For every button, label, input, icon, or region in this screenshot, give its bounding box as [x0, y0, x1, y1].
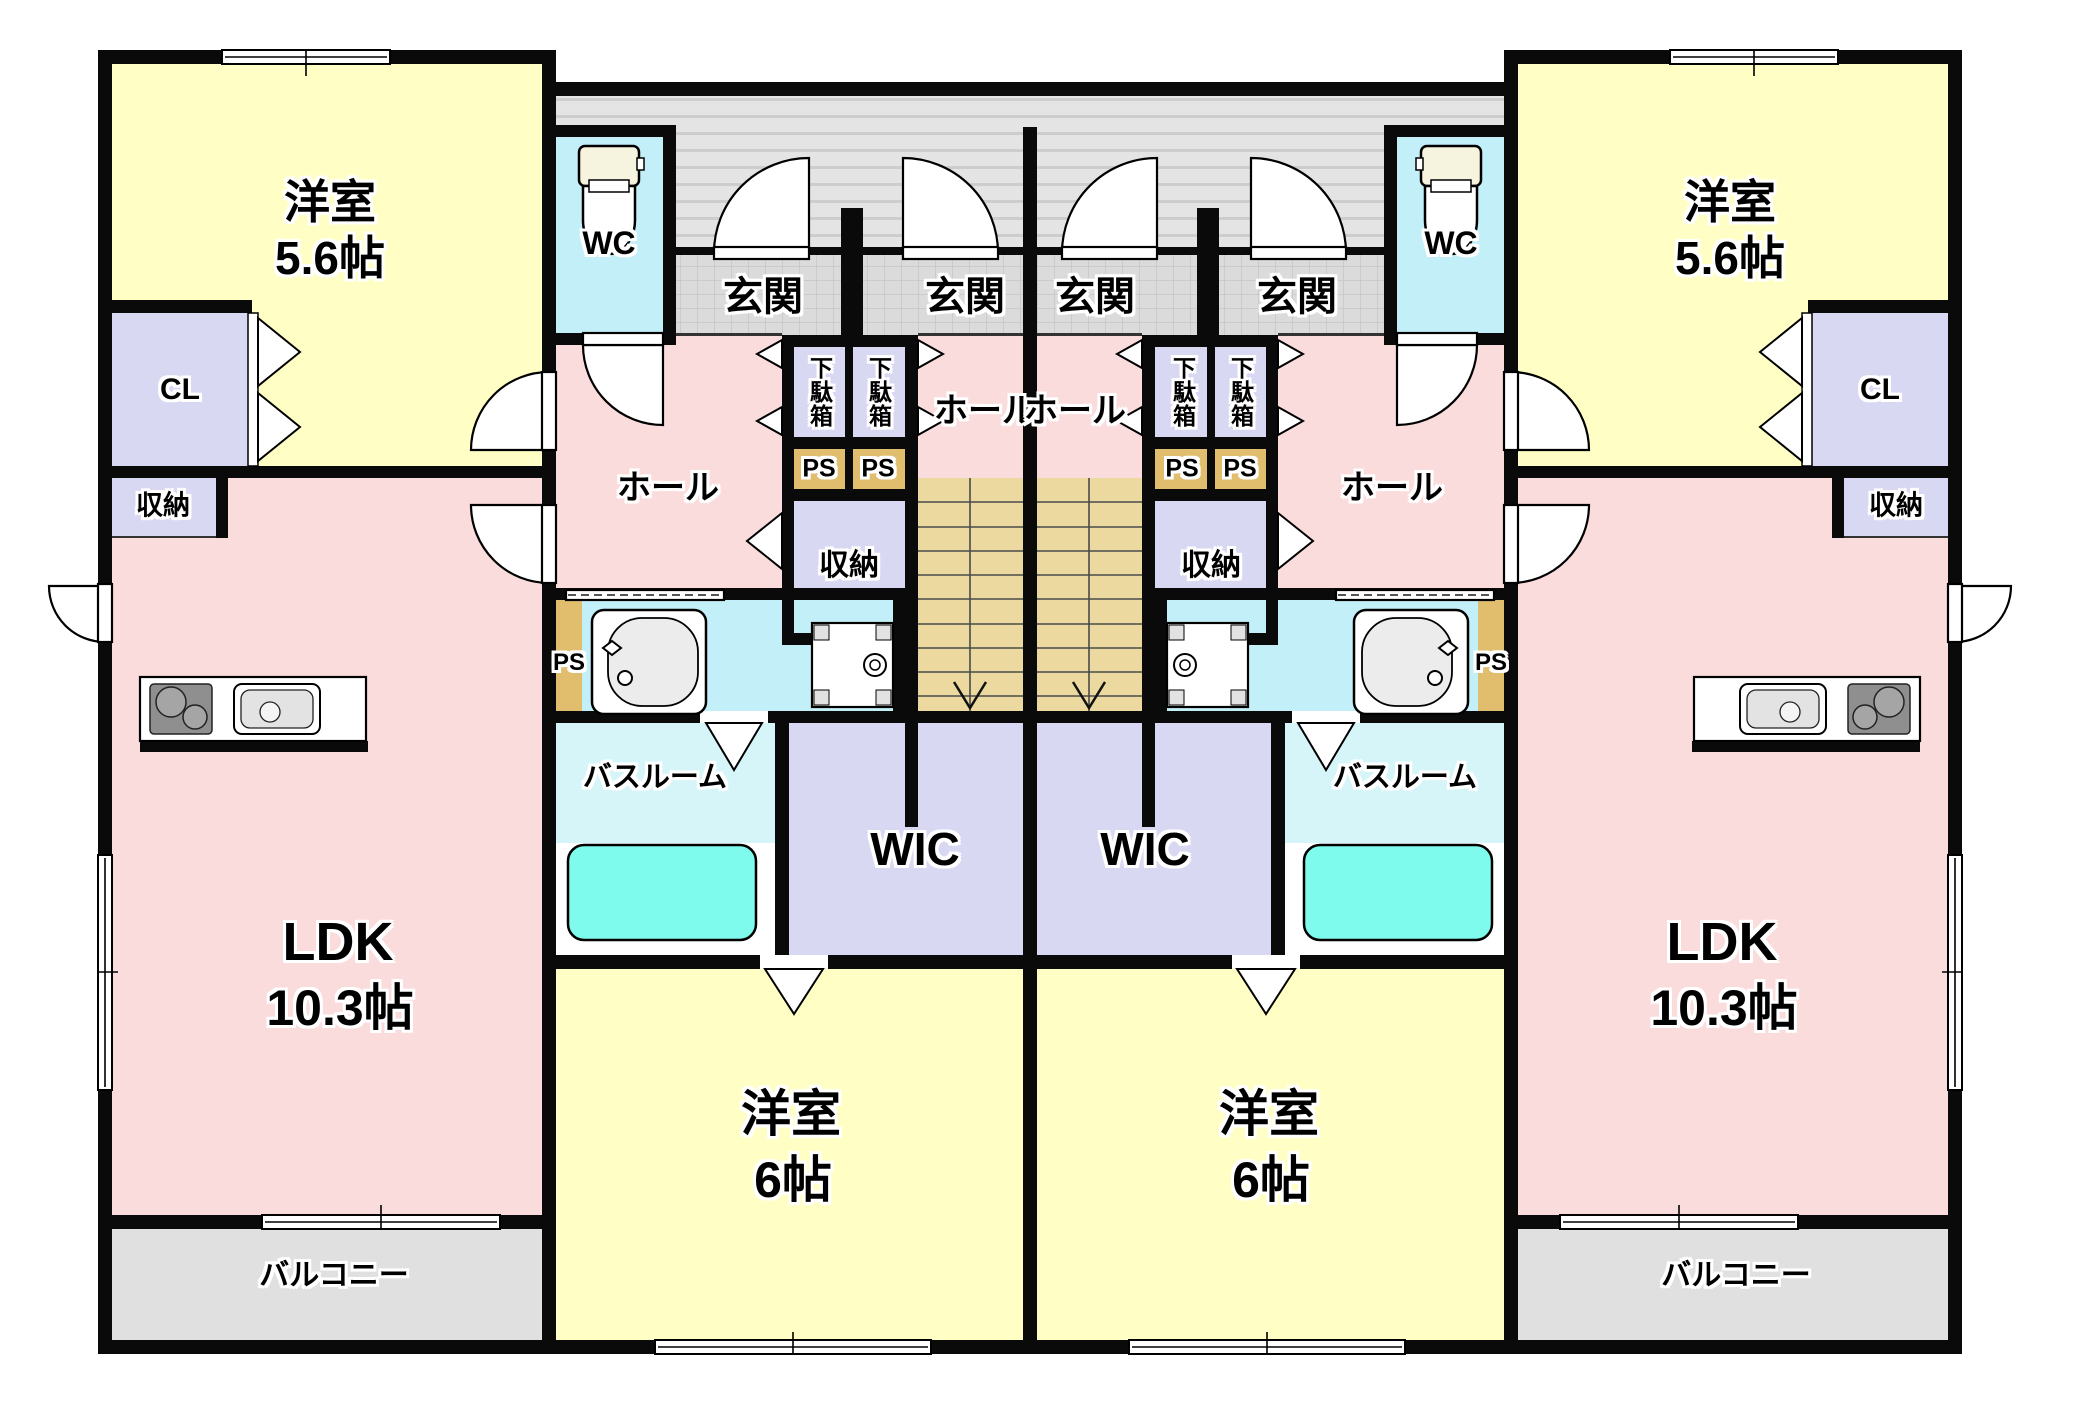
bedroom-door-arc [1509, 370, 1591, 452]
room-label-hall: ホール [617, 469, 719, 507]
kitchen-icon [1692, 675, 1922, 743]
window-mullions [98, 50, 1962, 1354]
pipe-space [853, 449, 905, 489]
ldk-right [1518, 478, 1948, 1215]
toilet-icon [1415, 144, 1483, 256]
pipe-space-washroom-right [1478, 600, 1504, 711]
label-pipe-space: PS [552, 649, 586, 676]
room-size-label: 6帖 [754, 1152, 832, 1208]
room-size-label: 10.3帖 [266, 980, 414, 1036]
ldk-door-arc [469, 503, 551, 585]
bedroom-door-arc [469, 370, 551, 452]
shoebox [794, 347, 845, 437]
room-label-ldk: LDK [282, 912, 394, 972]
room-label-closet: CL [160, 373, 200, 406]
closet-right [1808, 313, 1948, 466]
room-label-bathroom: バスルーム [1332, 761, 1478, 794]
room-label-western-room: 洋室 [1684, 176, 1776, 228]
label-shoe-box: 下駄箱 [1169, 356, 1196, 428]
label-shoe-box: 下駄箱 [806, 356, 833, 428]
room-size-label: 10.3帖 [1650, 980, 1798, 1036]
room-fills [112, 64, 1948, 1340]
ldk-door-arc [1509, 503, 1591, 585]
entry-door-arc [1249, 156, 1348, 255]
wc-door-arc [1395, 343, 1479, 427]
toilet-icon [577, 144, 645, 256]
shoebox [1155, 347, 1207, 437]
doors [47, 156, 2013, 644]
label-pipe-space: PS [1165, 454, 1199, 483]
washer-pan-icon [810, 621, 895, 709]
room-label-entrance: 玄関 [925, 275, 1005, 319]
room-label-hall: ホール [1024, 392, 1126, 430]
room-label-western-room: 洋室 [284, 176, 376, 228]
label-pipe-space: PS [1223, 454, 1257, 483]
kitchen-icon [138, 675, 368, 743]
balcony-left [112, 1229, 542, 1340]
room-label-bathroom: バスルーム [582, 761, 728, 794]
wc-door-arc [581, 343, 665, 427]
washbasin-icon [590, 608, 708, 716]
stair-treads [918, 478, 1142, 711]
shoebox [1215, 347, 1266, 437]
washer-pan-icon [1165, 621, 1250, 709]
label-shoe-box: 下駄箱 [1227, 356, 1254, 428]
room-label-entrance: 玄関 [1257, 275, 1337, 319]
stair-down-arrows [952, 681, 1107, 711]
ldk-left [112, 478, 542, 1215]
sliding-door [1334, 588, 1496, 602]
label-shoe-box: 下駄箱 [865, 356, 892, 428]
label-pipe-space: PS [802, 454, 836, 483]
room-label-balcony: バルコニー [259, 1259, 409, 1292]
folding-doors [247, 312, 1813, 467]
windows [97, 49, 1963, 1355]
exterior-door-arc [1953, 584, 2013, 644]
entry-door-arc [901, 156, 1000, 255]
exterior-door-arc [47, 584, 107, 644]
closet-left [112, 313, 252, 466]
entry-door-arc [712, 156, 811, 255]
room-label-western-room: 洋室 [741, 1086, 841, 1142]
western-room-6-left [556, 969, 1023, 1340]
step-edges [112, 333, 1948, 538]
entry-door-arc [1060, 156, 1159, 255]
room-size-label: 6帖 [1232, 1152, 1310, 1208]
room-label-storage: 収納 [819, 549, 879, 582]
room-label-wc: WC [1424, 225, 1478, 261]
pipe-space [1155, 449, 1207, 489]
room-label-wic: WIC [870, 823, 960, 875]
room-size-label: 5.6帖 [275, 232, 385, 284]
room-label-closet: CL [1860, 373, 1900, 406]
washbasin-icon [1352, 608, 1470, 716]
western-room-6-right [1037, 969, 1504, 1340]
room-label-storage: 収納 [1181, 549, 1241, 582]
pipe-space-washroom-left [556, 600, 582, 711]
room-label-storage: 収納 [1869, 490, 1923, 521]
room-label-storage: 収納 [136, 490, 190, 521]
storage-nook-right [1844, 478, 1948, 538]
bathtub-icon [566, 843, 758, 942]
pipe-space [794, 449, 845, 489]
room-label-balcony: バルコニー [1661, 1259, 1811, 1292]
room-label-entrance: 玄関 [723, 275, 803, 319]
opening-arrows [700, 338, 1360, 1016]
shoebox [853, 347, 905, 437]
room-label-hall: ホール [934, 392, 1036, 430]
room-label-wc: WC [582, 225, 636, 261]
label-pipe-space: PS [1474, 649, 1508, 676]
room-label-ldk: LDK [1666, 912, 1778, 972]
storage-nook-left [112, 478, 216, 538]
room-label-entrance: 玄関 [1055, 275, 1135, 319]
sliding-door [564, 588, 726, 602]
room-label-hall: ホール [1341, 469, 1443, 507]
room-label-wic: WIC [1100, 823, 1190, 875]
room-label-western-room: 洋室 [1219, 1086, 1319, 1142]
fixtures [138, 144, 1922, 942]
room-size-label: 5.6帖 [1675, 232, 1785, 284]
bathtub-icon [1302, 843, 1494, 942]
balcony-right [1518, 1229, 1948, 1340]
pipe-space [1215, 449, 1266, 489]
label-pipe-space: PS [861, 454, 895, 483]
